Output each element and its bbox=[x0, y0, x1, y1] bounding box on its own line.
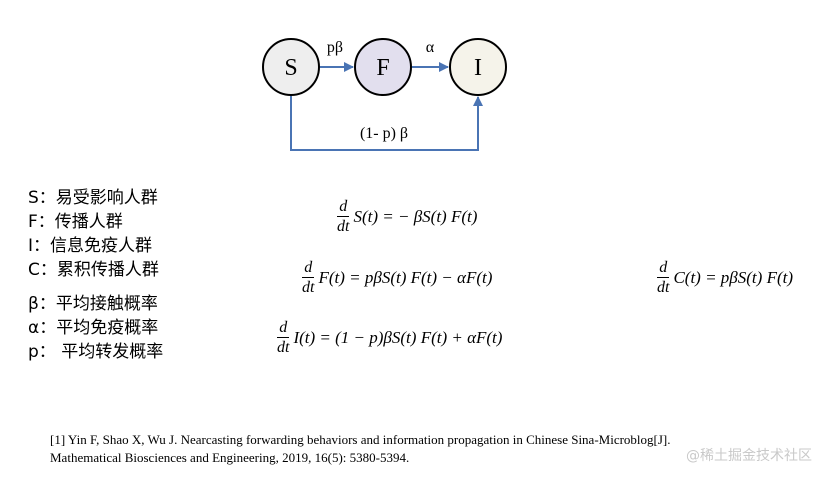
derivative-denominator: dt bbox=[277, 339, 290, 356]
derivative-denominator: dt bbox=[302, 279, 315, 296]
node-i-circle bbox=[449, 38, 507, 96]
legend-text: 平均免疫概率 bbox=[56, 318, 159, 338]
edge-s-to-i-label: (1- p) β bbox=[360, 125, 408, 142]
legend-symbol: p： bbox=[28, 342, 56, 362]
legend-text: 信息免疫人群 bbox=[50, 236, 153, 256]
derivative-denominator: dt bbox=[657, 279, 670, 296]
legend-item-s: S：易受影响人群 bbox=[28, 188, 158, 208]
node-i-label: I bbox=[474, 55, 482, 81]
legend-item-c: C：累积传播人群 bbox=[28, 260, 159, 280]
derivative-numerator: d bbox=[337, 198, 350, 217]
node-s-label: S bbox=[284, 55, 297, 81]
legend-symbol: β： bbox=[28, 294, 56, 314]
derivative-numerator: d bbox=[657, 259, 670, 278]
legend-symbol: S： bbox=[28, 188, 56, 208]
legend-item-alpha: α：平均免疫概率 bbox=[28, 318, 158, 338]
legend-text: 传播人群 bbox=[54, 212, 123, 232]
legend-text: 平均转发概率 bbox=[55, 342, 164, 362]
legend-item-i: I：信息免疫人群 bbox=[28, 236, 152, 256]
legend-symbol: C： bbox=[28, 260, 57, 280]
legend-symbol: I： bbox=[28, 236, 51, 256]
node-f-circle bbox=[354, 38, 412, 96]
derivative-numerator: d bbox=[302, 259, 315, 278]
equation-ds-dt-rhs: S(t) = − βS(t) F(t) bbox=[353, 206, 478, 226]
reference-citation: [1] Yin F, Shao X, Wu J. Nearcasting for… bbox=[50, 431, 671, 467]
node-f-label: F bbox=[376, 55, 389, 81]
edge-f-to-i-label: α bbox=[426, 39, 435, 56]
reference-line-1: [1] Yin F, Shao X, Wu J. Nearcasting for… bbox=[50, 432, 671, 447]
watermark: @稀土掘金技术社区 bbox=[686, 448, 812, 464]
legend-item-f: F：传播人群 bbox=[28, 212, 123, 232]
derivative-numerator: d bbox=[277, 319, 290, 338]
equation-di-dt-rhs: I(t) = (1 − p)βS(t) F(t) + αF(t) bbox=[293, 327, 503, 347]
legend-symbol: F： bbox=[28, 212, 55, 232]
legend-text: 累积传播人群 bbox=[56, 260, 159, 280]
legend-text: 平均接触概率 bbox=[55, 294, 158, 314]
legend-symbol: α： bbox=[28, 318, 57, 338]
edge-s-to-f-label: pβ bbox=[327, 39, 343, 56]
edge-s-to-i bbox=[290, 95, 483, 151]
legend-text: 易受影响人群 bbox=[55, 188, 158, 208]
legend-item-beta: β：平均接触概率 bbox=[28, 294, 158, 314]
legend-item-p: p： 平均转发概率 bbox=[28, 342, 163, 362]
reference-line-2: Mathematical Biosciences and Engineering… bbox=[50, 450, 410, 465]
derivative-denominator: dt bbox=[337, 218, 350, 235]
sfi-model-diagram: S F I pβ α (1- p) β bbox=[262, 38, 507, 151]
node-s-circle bbox=[262, 38, 320, 96]
equation-df-dt-rhs: F(t) = pβS(t) F(t) − αF(t) bbox=[318, 267, 493, 287]
equation-dc-dt-rhs: C(t) = pβS(t) F(t) bbox=[673, 267, 794, 287]
